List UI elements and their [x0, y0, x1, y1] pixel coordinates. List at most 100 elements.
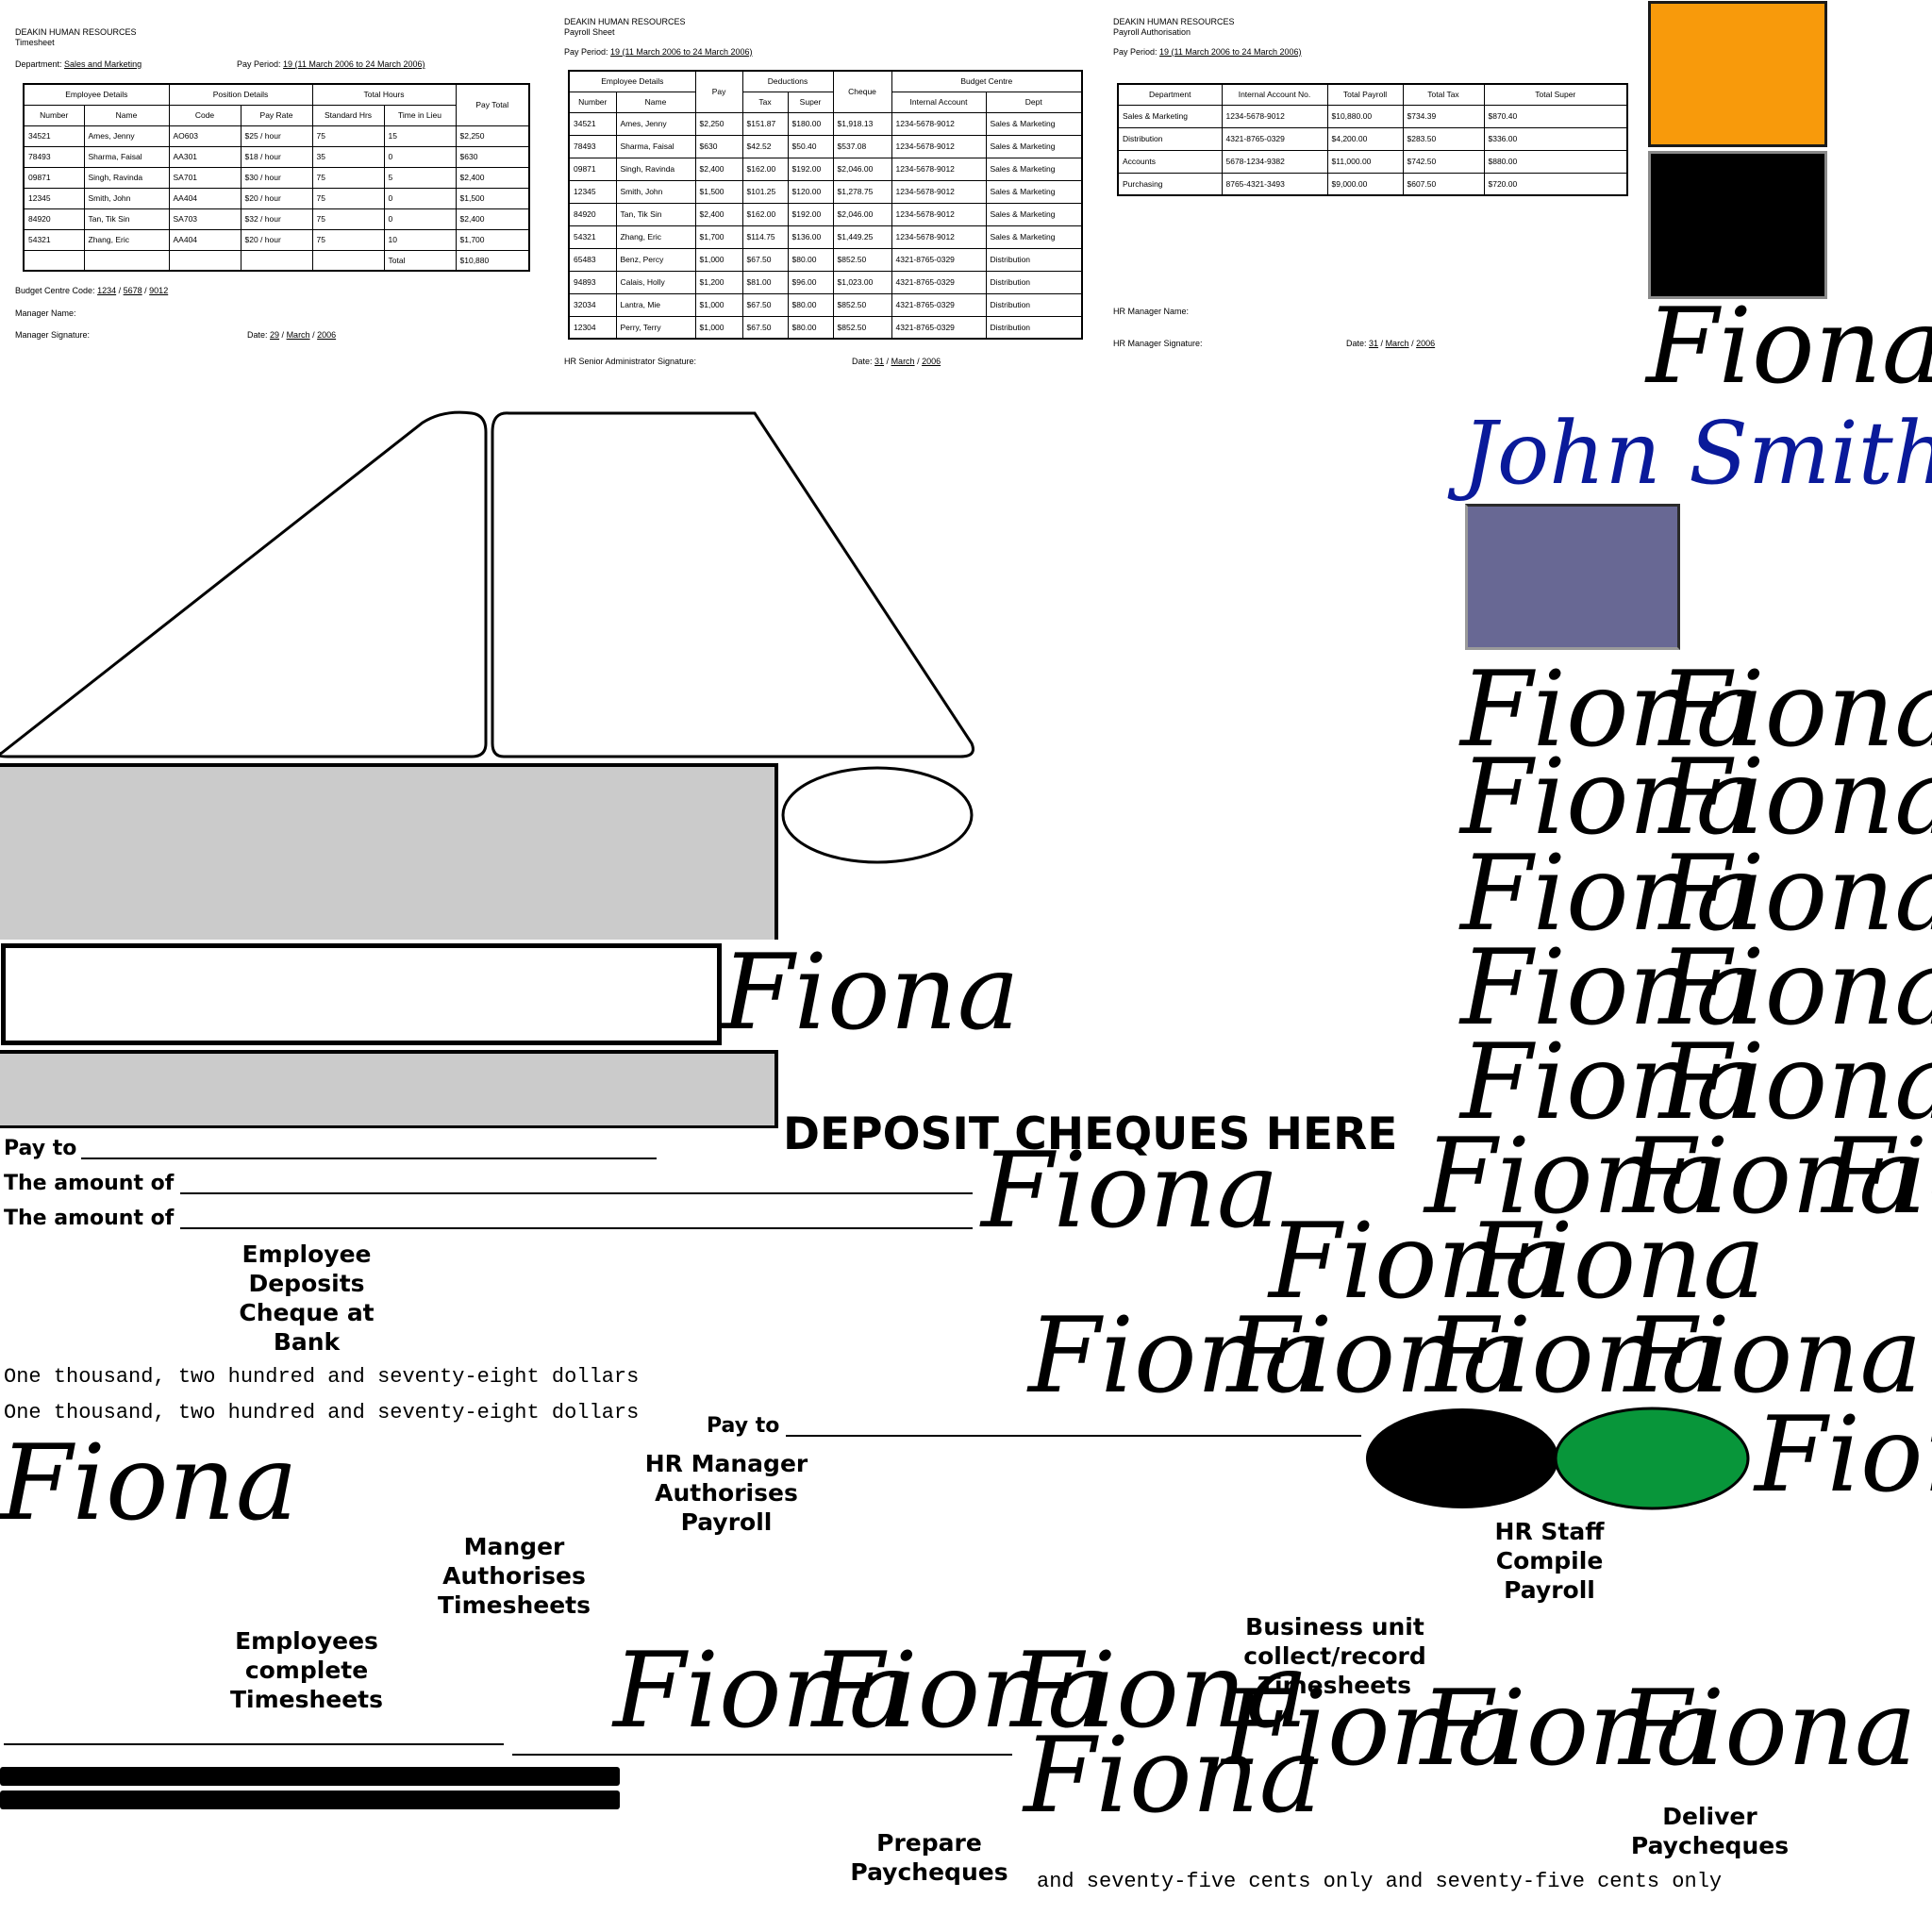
ts-cell: $25 / hour — [240, 125, 313, 147]
ts-group-paytotal: Pay Total — [455, 83, 530, 126]
pay-to-field-2[interactable]: Pay to — [707, 1414, 779, 1438]
payroll-auth-document: DEAKIN HUMAN RESOURCES Payroll Authorisa… — [1113, 17, 1623, 58]
pa-col-payroll: Total Payroll — [1326, 83, 1404, 106]
ts-total-label: Total — [383, 249, 457, 272]
ts-total-value: $10,880 — [455, 249, 530, 272]
ps-cell: 78493 — [568, 134, 617, 158]
purple-swatch[interactable] — [1465, 504, 1680, 650]
ps-cell: $114.75 — [741, 225, 789, 249]
ps-cell: Smith, John — [615, 179, 696, 204]
ps-cell: Sales & Marketing — [985, 134, 1083, 158]
orange-swatch[interactable] — [1648, 1, 1827, 147]
ps-cell: $80.00 — [787, 315, 834, 340]
pay-to-field-1[interactable]: Pay to — [4, 1137, 76, 1160]
pa-cell: Sales & Marketing — [1117, 104, 1223, 128]
ps-cell: $136.00 — [787, 225, 834, 249]
white-block[interactable] — [1, 943, 722, 1045]
timesheet-title: Timesheet — [15, 38, 55, 48]
ps-cell: Distribution — [985, 292, 1083, 317]
pa-cell: $10,880.00 — [1326, 104, 1404, 128]
ps-col-super: Super — [787, 91, 834, 113]
ts-total-row: Total $10,880 — [23, 249, 530, 272]
ps-cell: $1,000 — [694, 315, 743, 340]
ts-group-position: Position Details — [168, 83, 313, 106]
svg-text:John Smith: John Smith — [1447, 403, 1932, 504]
ts-cell: 75 — [311, 228, 385, 251]
ps-cell: $162.00 — [741, 202, 789, 226]
roof-left-shape — [0, 410, 488, 758]
ps-col-tax: Tax — [741, 91, 789, 113]
black-swatch[interactable] — [1648, 151, 1827, 299]
amount-of-line-2[interactable] — [180, 1227, 973, 1229]
ps-cell: $1,449.25 — [832, 225, 892, 249]
signature-fiona: Fiona — [979, 1130, 1279, 1252]
hr-staff-compile-label: HR Staff Compile Payroll — [1494, 1518, 1605, 1604]
signature-line-left — [4, 1743, 504, 1745]
ts-cell: 75 — [311, 187, 385, 209]
ts-cell: 75 — [311, 208, 385, 230]
amount-of-label-2: The amount of — [4, 1207, 175, 1230]
amount-of-line-1[interactable] — [180, 1192, 973, 1194]
ts-cell: 0 — [383, 145, 457, 168]
deliver-paycheques-label: Deliver Paycheques — [1630, 1803, 1790, 1859]
pay-to-line-2[interactable] — [786, 1435, 1361, 1437]
ps-cell: $81.00 — [741, 270, 789, 294]
grey-block-bottom[interactable] — [0, 1050, 778, 1128]
fiona-signature-text: Fiona — [1225, 1295, 1525, 1417]
ps-group-cheque: Cheque — [832, 70, 892, 113]
ts-cell: 54321 — [23, 228, 85, 251]
fiona-signature-text: Fiona — [1753, 1394, 1932, 1516]
ps-cell: $1,200 — [694, 270, 743, 294]
ts-group-employee: Employee Details — [23, 83, 170, 106]
ts-col-lieu: Time in Lieu — [383, 104, 457, 126]
ps-cell: Sales & Marketing — [985, 179, 1083, 204]
pa-cell: $11,000.00 — [1326, 149, 1404, 174]
payroll-sheet-org: DEAKIN HUMAN RESOURCES — [564, 17, 686, 26]
timesheet-manager-signature-label: Manager Signature: — [15, 330, 91, 340]
outline-oval[interactable] — [779, 764, 977, 866]
ts-cell: $20 / hour — [240, 187, 313, 209]
fiona-signature-text: Fiona — [1022, 1715, 1322, 1837]
ps-cell: 09871 — [568, 157, 617, 181]
fiona-signature-text: Fiona — [1657, 927, 1932, 1049]
ps-cell: $1,000 — [694, 292, 743, 317]
ts-cell: Tan, Tik Sin — [83, 208, 170, 230]
pa-col-tax: Total Tax — [1402, 83, 1485, 106]
pa-cell: 4321-8765-0329 — [1221, 126, 1328, 151]
ps-col-dept: Dept — [985, 91, 1083, 113]
roof-right-shape — [491, 411, 974, 758]
ps-cell: 1234-5678-9012 — [891, 134, 987, 158]
grey-block-top[interactable] — [0, 763, 778, 940]
ps-cell: $151.87 — [741, 111, 789, 136]
pa-cell: $720.00 — [1483, 172, 1628, 196]
ps-cell: $192.00 — [787, 157, 834, 181]
pay-to-line-1[interactable] — [81, 1158, 657, 1159]
ps-cell: 1234-5678-9012 — [891, 157, 987, 181]
pa-cell: Distribution — [1117, 126, 1223, 151]
ts-cell: $2,400 — [455, 166, 530, 189]
ps-cell: Benz, Percy — [615, 247, 696, 272]
pa-cell: Accounts — [1117, 149, 1223, 174]
pa-col-department: Department — [1117, 83, 1223, 106]
amount-of-label-1: The amount of — [4, 1172, 175, 1195]
payroll-sheet-document: DEAKIN HUMAN RESOURCES Payroll Sheet Pay… — [564, 17, 1092, 58]
amount-of-field-1[interactable]: The amount of — [4, 1172, 174, 1195]
amount-of-field-2[interactable]: The amount of — [4, 1207, 174, 1230]
ts-cell: 34521 — [23, 125, 85, 147]
ps-cell: Tan, Tik Sin — [615, 202, 696, 226]
ts-cell: 5 — [383, 166, 457, 189]
pay-to-label-1: Pay to — [4, 1137, 77, 1160]
ts-cell: 75 — [311, 125, 385, 147]
timesheet-table: Employee Details Position Details Total … — [23, 83, 531, 272]
thick-bar-bottom — [0, 1790, 620, 1809]
payroll-sheet-pay-period: Pay Period: 19 (11 March 2006 to 24 Marc… — [564, 46, 753, 57]
ps-cell: $67.50 — [741, 292, 789, 317]
ts-cell: $630 — [455, 145, 530, 168]
ts-cell: $20 / hour — [240, 228, 313, 251]
